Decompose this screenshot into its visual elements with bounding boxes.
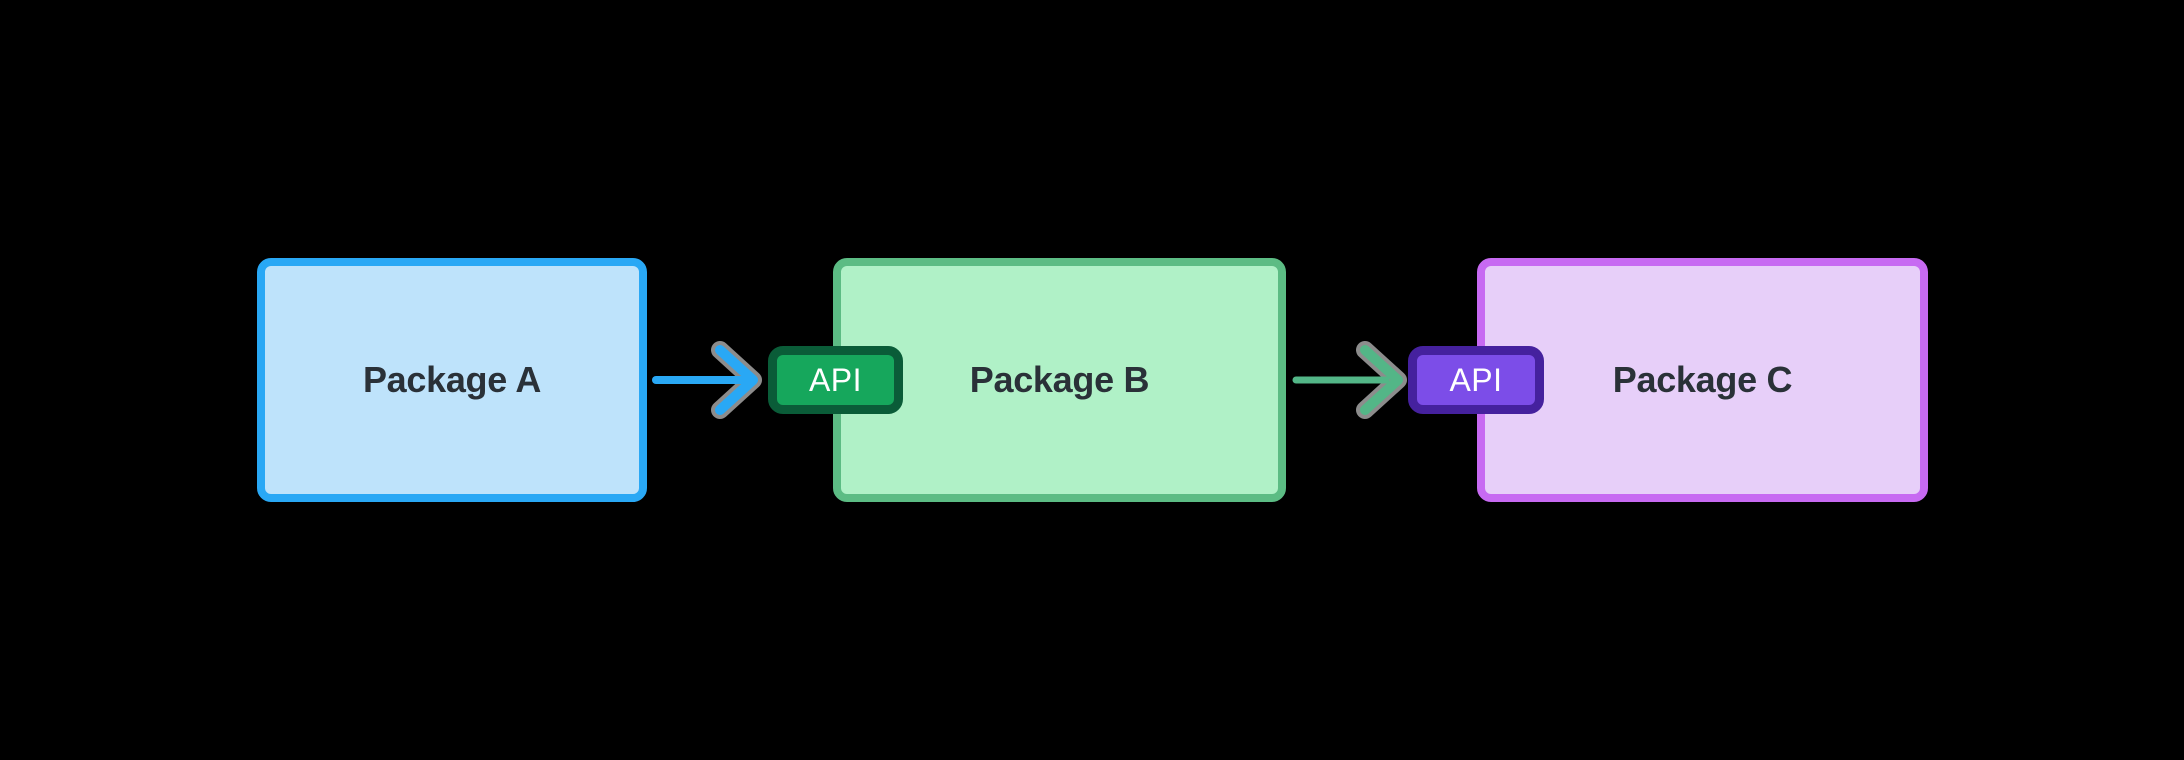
node-label-package-a: Package A xyxy=(362,359,542,400)
arrowhead xyxy=(715,345,758,415)
node-label-package-c: Package C xyxy=(1612,359,1793,400)
arrow-package-a-to-package-b-api xyxy=(652,341,762,419)
node-package-a: Package A xyxy=(257,258,647,502)
arrow-package-b-to-package-c-api xyxy=(1292,341,1407,419)
api-badge-label: API xyxy=(808,361,863,398)
api-badge-package-c: API xyxy=(1408,346,1544,414)
node-package-c: Package C xyxy=(1477,258,1928,502)
arrowhead xyxy=(1360,345,1403,415)
node-label-package-b: Package B xyxy=(969,359,1150,400)
api-badge-label: API xyxy=(1449,361,1503,398)
api-badge-package-b: API xyxy=(768,346,903,414)
